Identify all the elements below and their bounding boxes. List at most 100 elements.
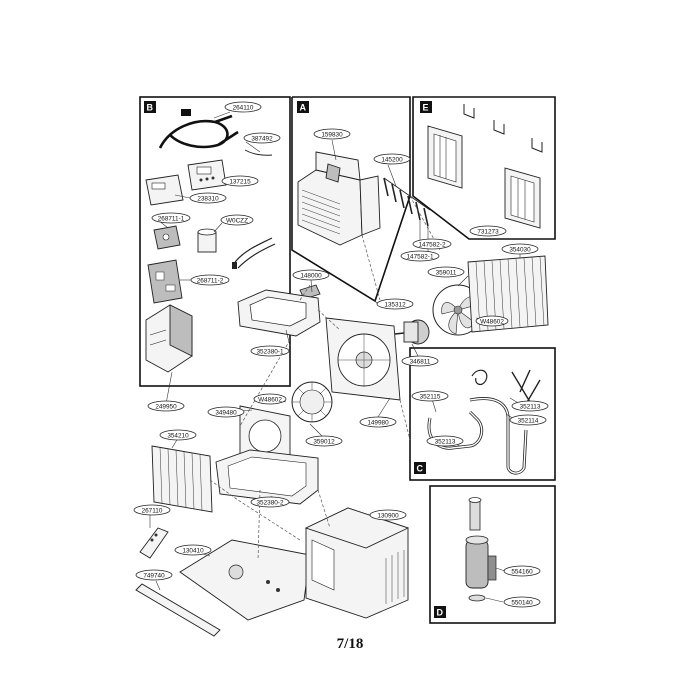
blower-wheel-illustration bbox=[291, 381, 333, 423]
louver-assembly-illustration bbox=[383, 177, 431, 227]
section-label-c: C bbox=[414, 462, 426, 474]
motor-illustration bbox=[394, 319, 430, 345]
section-letter-c: C bbox=[417, 464, 424, 474]
callout-354210: 354210 bbox=[159, 429, 197, 441]
svg-text:349480: 349480 bbox=[215, 409, 237, 416]
section-frames bbox=[139, 96, 556, 624]
svg-text:130900: 130900 bbox=[377, 512, 399, 519]
callout-550140: 550140 bbox=[503, 596, 541, 608]
callout-352380-2: 352380-2 bbox=[250, 496, 290, 508]
section-label-b: B bbox=[144, 101, 156, 113]
svg-text:147582-2: 147582-2 bbox=[418, 241, 445, 248]
side-curtain-right-illustration bbox=[504, 167, 541, 229]
svg-text:346811: 346811 bbox=[410, 358, 431, 365]
section-label-d: D bbox=[434, 606, 446, 618]
svg-text:130410: 130410 bbox=[182, 547, 204, 554]
svg-text:264110: 264110 bbox=[233, 104, 254, 111]
evaporator-coil-illustration bbox=[151, 445, 213, 513]
capacitor-illustration bbox=[197, 228, 217, 253]
callout-267110: 267110 bbox=[133, 504, 171, 516]
page-number: 7/18 bbox=[336, 636, 364, 652]
control-box-illustration bbox=[145, 304, 193, 373]
mounting-brackets-illustration bbox=[463, 104, 543, 153]
frame-d bbox=[429, 485, 556, 624]
side-curtain-left-illustration bbox=[427, 125, 463, 189]
svg-text:354030: 354030 bbox=[509, 246, 531, 253]
svg-text:268711-2: 268711-2 bbox=[197, 277, 224, 284]
svg-text:359012: 359012 bbox=[313, 438, 335, 445]
callout-249950: 249950 bbox=[147, 400, 185, 412]
callout-352114: 352114 bbox=[509, 414, 547, 426]
svg-text:W0CZZ: W0CZZ bbox=[226, 217, 248, 224]
harness-illustration bbox=[232, 237, 276, 269]
drain-pan-lower-illustration bbox=[215, 449, 319, 505]
wire-illustration bbox=[244, 149, 273, 156]
front-grille-illustration bbox=[297, 151, 381, 246]
svg-text:W48602: W48602 bbox=[258, 396, 282, 403]
callout-149980: 149980 bbox=[359, 416, 397, 428]
svg-text:352380-1: 352380-1 bbox=[256, 348, 283, 355]
callout-137215: 137215 bbox=[221, 175, 259, 187]
callout-264110: 264110 bbox=[224, 101, 262, 113]
callout-w48602-a: W48602 bbox=[475, 315, 509, 327]
power-cord-illustration bbox=[158, 109, 239, 149]
pcb-main-illustration bbox=[147, 259, 183, 304]
remote-control-illustration bbox=[139, 527, 169, 559]
callout-387492: 387492 bbox=[243, 132, 281, 144]
control-board-cover-illustration bbox=[145, 174, 184, 206]
frame-a bbox=[291, 96, 411, 303]
callout-554160: 554160 bbox=[503, 565, 541, 577]
section-letter-a: A bbox=[300, 103, 307, 113]
callout-w48602-b: W48602 bbox=[253, 393, 287, 405]
svg-text:352114: 352114 bbox=[518, 417, 539, 424]
section-letter-b: B bbox=[147, 103, 154, 113]
svg-text:359011: 359011 bbox=[436, 269, 457, 276]
callout-268711-2: 268711-2 bbox=[190, 274, 230, 286]
svg-text:147582-1: 147582-1 bbox=[406, 253, 433, 260]
callout-359012: 359012 bbox=[305, 435, 343, 447]
cabinet-illustration bbox=[304, 507, 410, 619]
callout-w0czz: W0CZZ bbox=[220, 214, 254, 226]
svg-text:267110: 267110 bbox=[142, 507, 163, 514]
drain-pan-upper-illustration bbox=[237, 289, 321, 337]
svg-text:731273: 731273 bbox=[477, 228, 499, 235]
callout-352115: 352115 bbox=[411, 390, 449, 402]
callout-352113-b: 352113 bbox=[426, 435, 464, 447]
svg-text:238310: 238310 bbox=[197, 195, 219, 202]
section-label-a: A bbox=[297, 101, 309, 113]
callout-346811: 346811 bbox=[401, 355, 439, 367]
callout-159830: 159830 bbox=[313, 128, 351, 140]
callout-359011: 359011 bbox=[427, 266, 465, 278]
frame-c bbox=[409, 347, 556, 481]
svg-text:387492: 387492 bbox=[251, 135, 273, 142]
svg-text:352115: 352115 bbox=[420, 393, 441, 400]
section-letter-e: E bbox=[423, 103, 429, 113]
svg-text:148000: 148000 bbox=[300, 272, 322, 279]
svg-text:249950: 249950 bbox=[155, 403, 177, 410]
callout-352113-a: 352113 bbox=[511, 400, 549, 412]
callout-268711-1: 268711-1 bbox=[151, 212, 191, 224]
svg-text:149980: 149980 bbox=[367, 419, 389, 426]
condenser-coil-illustration bbox=[467, 255, 549, 333]
svg-text:137215: 137215 bbox=[229, 178, 251, 185]
callout-352380-1: 352380-1 bbox=[250, 345, 290, 357]
frame-e bbox=[412, 96, 556, 240]
assembly-guide-lines bbox=[209, 195, 441, 561]
control-panel-illustration bbox=[187, 159, 227, 191]
svg-text:268711-1: 268711-1 bbox=[158, 215, 185, 222]
callout-145200: 145200 bbox=[373, 153, 411, 165]
svg-text:354210: 354210 bbox=[167, 432, 189, 439]
section-letter-d: D bbox=[437, 608, 444, 618]
svg-text:135312: 135312 bbox=[384, 301, 406, 308]
svg-text:550140: 550140 bbox=[511, 599, 533, 606]
tubing-illustration bbox=[427, 369, 541, 475]
svg-text:749740: 749740 bbox=[143, 572, 165, 579]
callout-349480: 349480 bbox=[207, 406, 245, 418]
svg-text:352113: 352113 bbox=[435, 438, 456, 445]
callout-731273: 731273 bbox=[469, 225, 507, 237]
callout-147582-1: 147582-1 bbox=[400, 250, 440, 262]
svg-text:W48602: W48602 bbox=[480, 318, 504, 325]
callout-147582-2: 147582-2 bbox=[412, 238, 452, 250]
compressor-illustration bbox=[465, 497, 497, 602]
